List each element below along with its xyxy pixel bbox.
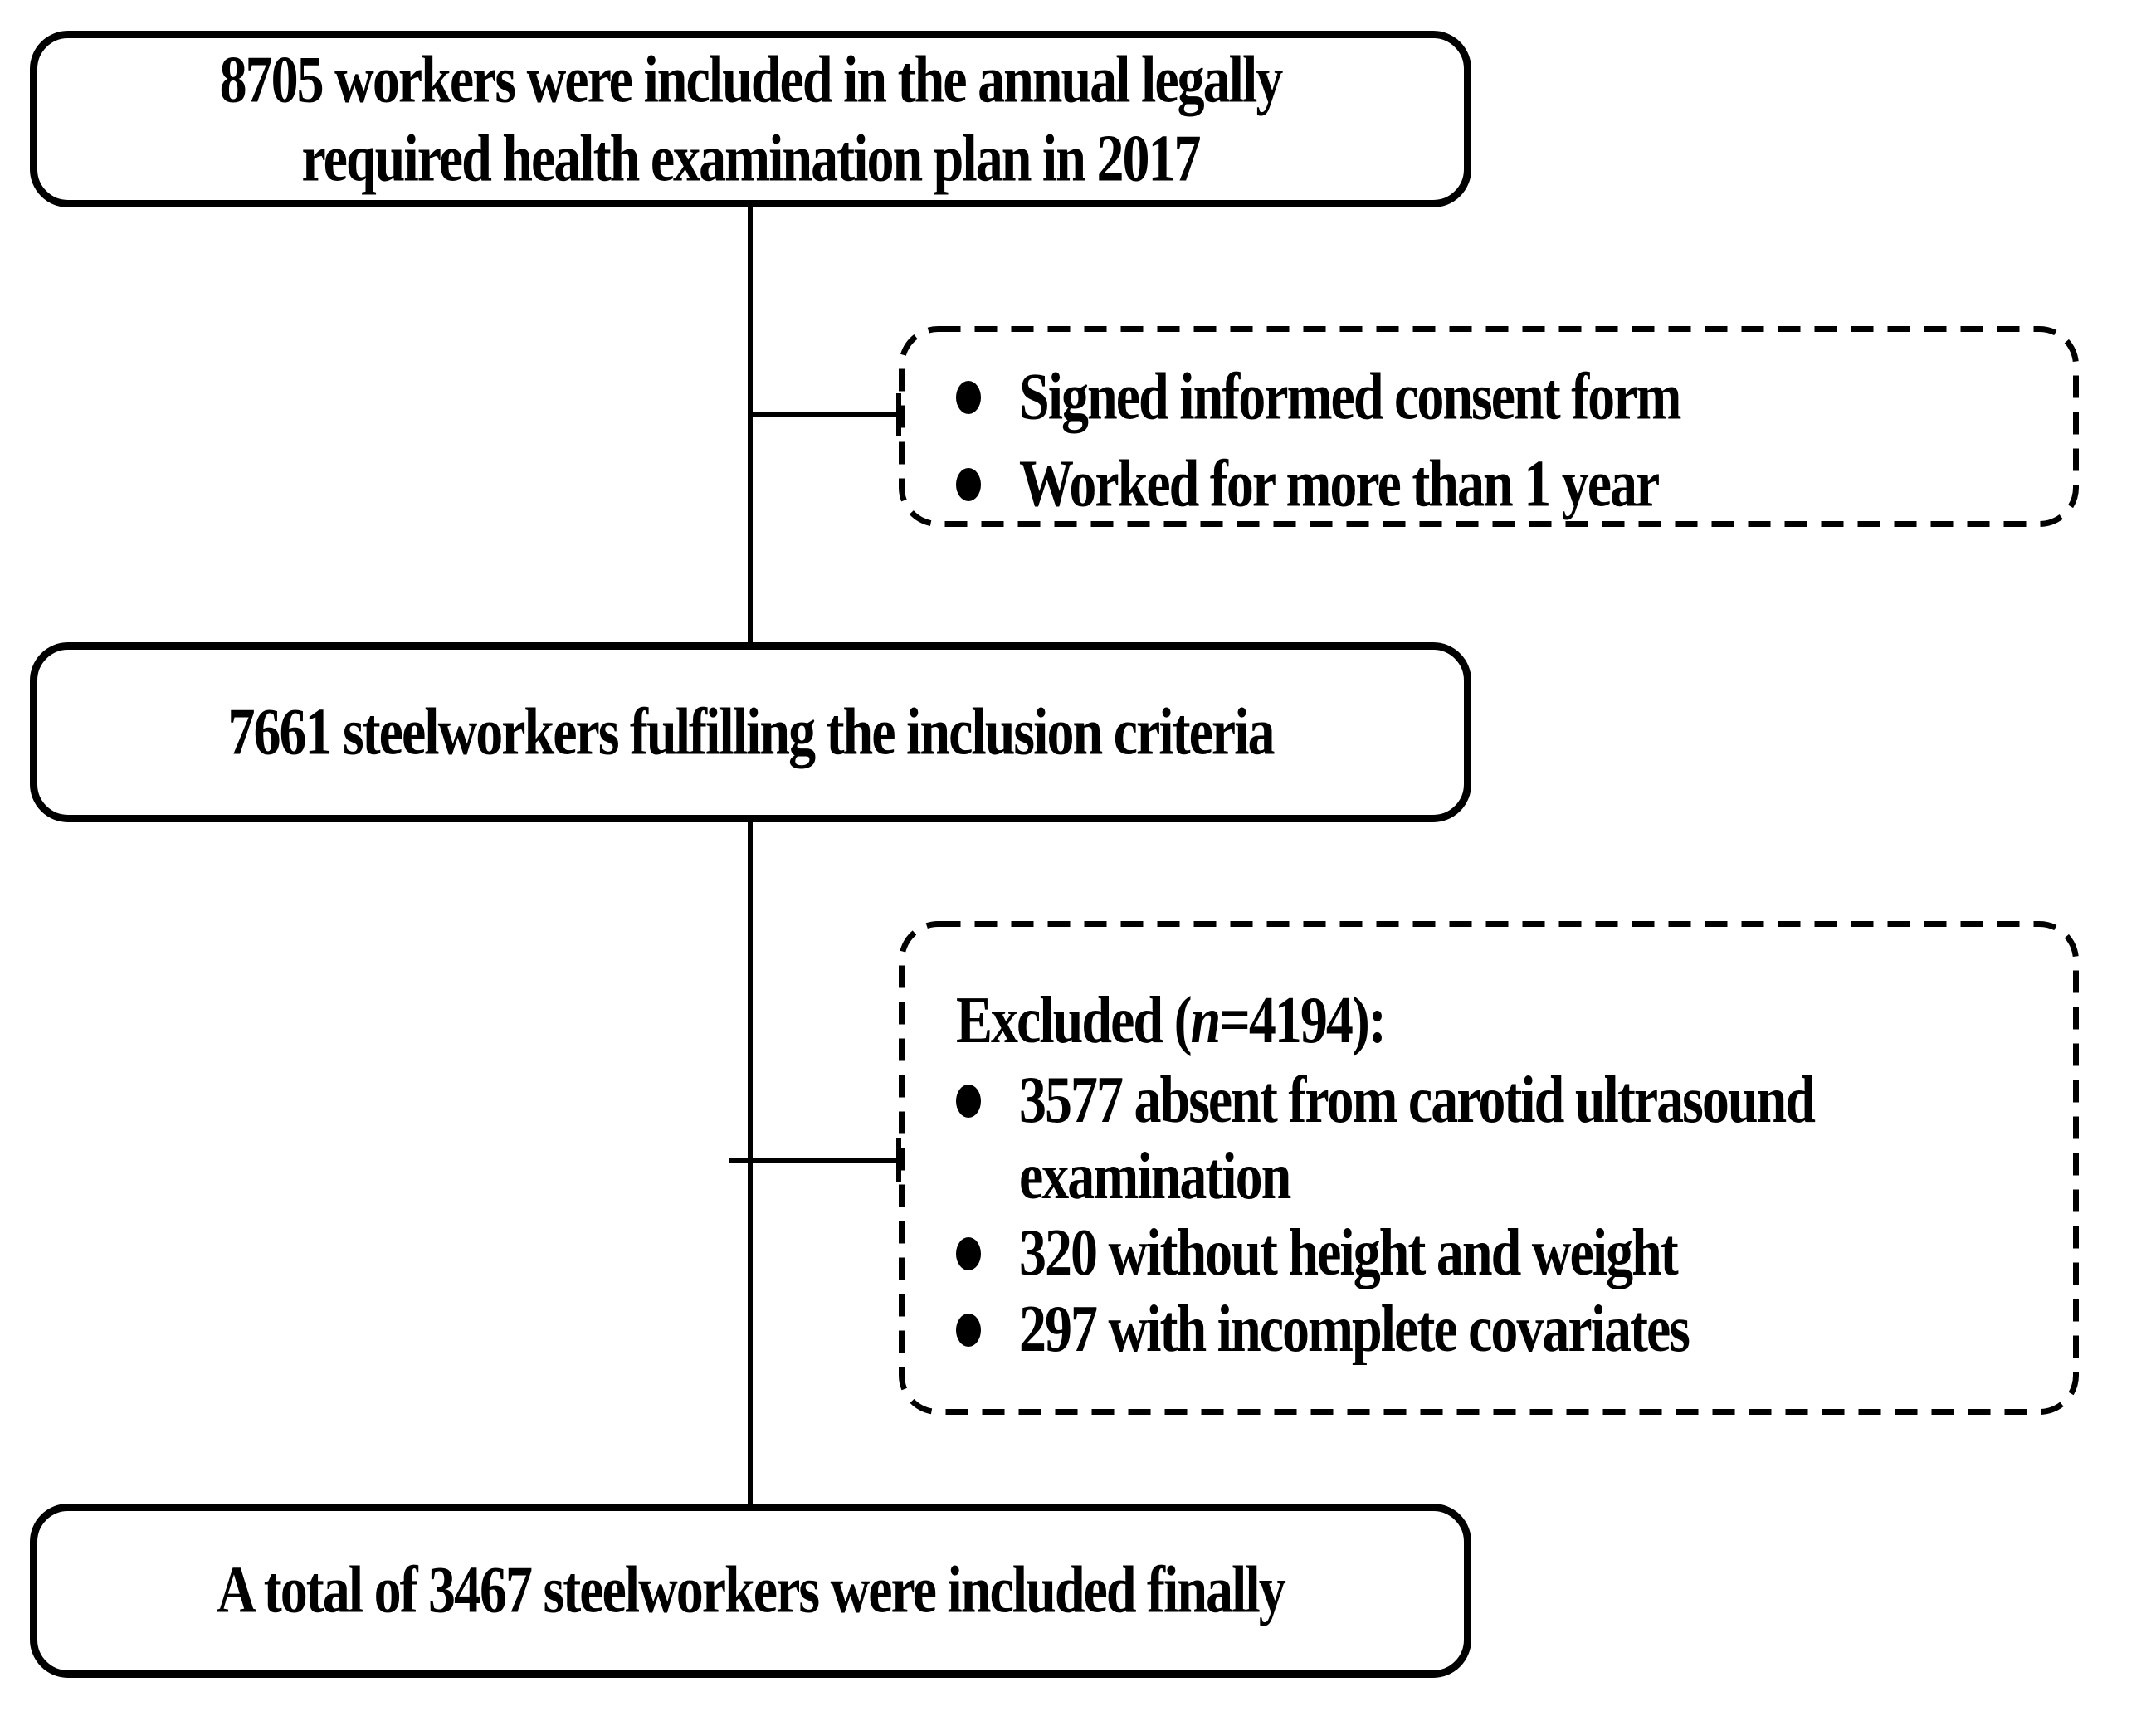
bullet-icon — [956, 381, 981, 414]
dashed-border — [899, 326, 2079, 527]
excluded-item-1-line1: 3577 absent from carotid ultrasound — [1019, 1063, 1816, 1138]
box-fulfilling-criteria-text: 7661 steelworkers fulfilling the inclusi… — [227, 695, 1276, 769]
connector-branch-excluded — [729, 1158, 901, 1163]
excluded-item-3-line1: 297 with incomplete covariates — [1019, 1292, 1690, 1367]
box-initial-line2: required health examination plan in 2017 — [301, 121, 1202, 196]
criteria-item-2-label: Worked for more than 1 year — [1019, 446, 1660, 521]
bullet-icon — [956, 1085, 981, 1118]
box-inclusion-criteria: Signed informed consent form Worked for … — [899, 326, 2079, 527]
box-final-included-text: A total of 3467 steelworkers were includ… — [217, 1553, 1285, 1627]
excluded-item-1-line2: examination — [1019, 1139, 1291, 1214]
box-initial-line1: 8705 workers were included in the annual… — [219, 42, 1284, 117]
excluded-item-3: 297 with incomplete covariates — [956, 1292, 2073, 1368]
criteria-item-1: Signed informed consent form — [956, 353, 2073, 441]
excluded-item-2: 320 without height and weight — [956, 1216, 2073, 1292]
excluded-title: Excluded (n=4194): — [956, 983, 1387, 1058]
box-initial-population: 8705 workers were included in the annual… — [30, 31, 1471, 207]
connector-branch-criteria — [750, 412, 901, 417]
bullet-icon — [956, 468, 981, 501]
excluded-item-1: 3577 absent from carotid ultrasound exam… — [956, 1063, 2073, 1216]
box-excluded: Excluded (n=4194): 3577 absent from caro… — [899, 921, 2079, 1415]
criteria-item-2: Worked for more than 1 year — [956, 441, 2073, 528]
box-fulfilling-criteria: 7661 steelworkers fulfilling the inclusi… — [30, 642, 1471, 822]
excluded-item-2-line1: 320 without height and weight — [1019, 1216, 1679, 1290]
dashed-border — [899, 921, 2079, 1415]
bullet-icon — [956, 1237, 981, 1270]
criteria-item-1-label: Signed informed consent form — [1019, 359, 1681, 434]
bullet-icon — [956, 1314, 981, 1347]
box-final-included: A total of 3467 steelworkers were includ… — [30, 1504, 1471, 1678]
connector-vertical-trunk — [748, 206, 753, 1505]
excluded-title-n-italic: n — [1190, 983, 1222, 1058]
